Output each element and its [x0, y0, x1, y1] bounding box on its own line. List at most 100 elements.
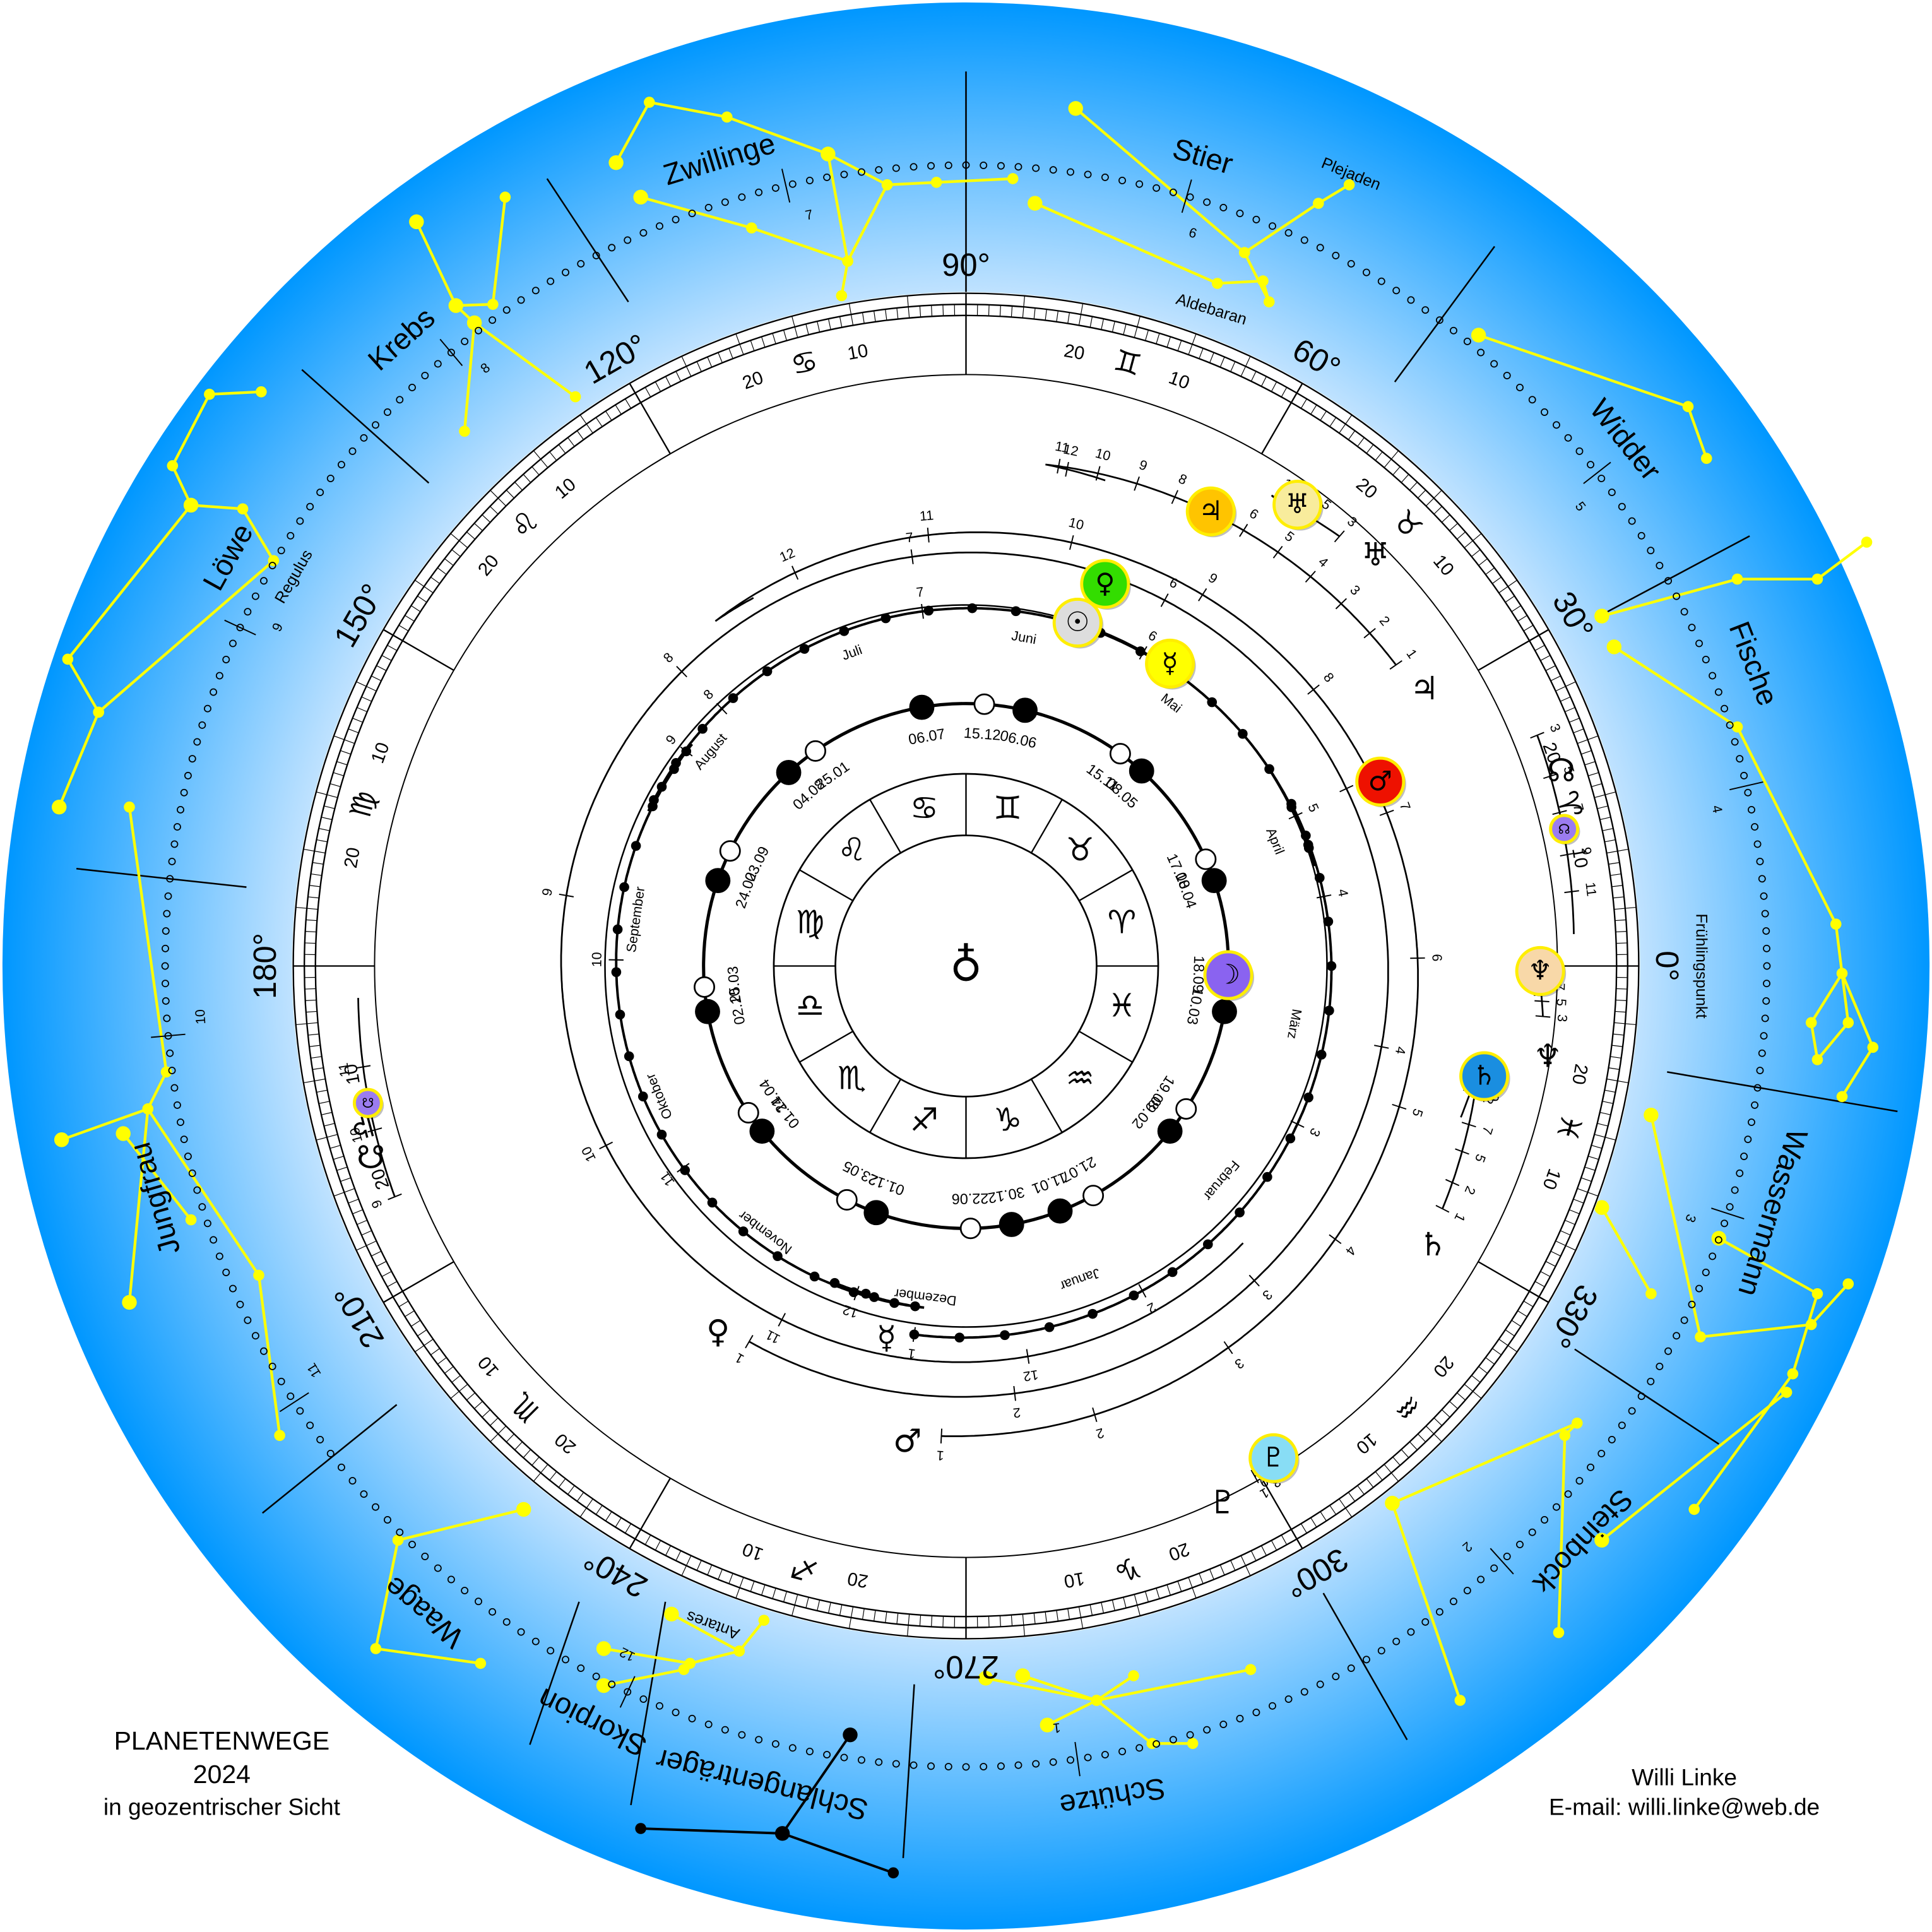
ecliptic-dot [1477, 1575, 1485, 1584]
ecliptic-dot [1637, 531, 1645, 540]
mercury-position-dot [954, 1332, 965, 1343]
ecliptic-dot [210, 1236, 218, 1244]
constellation-lines-schlangentraeger-2 [781, 1832, 894, 1875]
degree-tick [1418, 1433, 1426, 1443]
degree-tick [1511, 1320, 1522, 1327]
constellation-lines-steinbock-2 [1390, 1502, 1462, 1701]
degree-tick [398, 1300, 409, 1307]
degree-tick [466, 1392, 475, 1401]
degree-tick [444, 558, 454, 566]
ecliptic-dot [531, 287, 540, 295]
mercury-position-dot [615, 1009, 625, 1020]
degree-tick [1471, 1375, 1481, 1383]
ecliptic-dot [1673, 1332, 1681, 1340]
ecliptic-dot [517, 1628, 525, 1636]
degree-tick [655, 1540, 661, 1551]
star-dot [1187, 1738, 1199, 1750]
month-tick [1316, 894, 1332, 899]
full-moon-marker [1175, 1098, 1197, 1120]
star-dot [1128, 1670, 1139, 1681]
star-dot [1238, 247, 1250, 258]
ecliptic-dot [1014, 163, 1022, 171]
degree-tick [437, 1357, 447, 1365]
inner-zodiac-sign-icon: ♑ [993, 1101, 1022, 1138]
star-dot [487, 299, 499, 310]
degree-tick [1441, 1409, 1450, 1418]
degree-tick [340, 1177, 352, 1182]
degree-tick [1240, 356, 1251, 377]
degree-tick [1310, 1517, 1317, 1527]
star-dot [93, 706, 104, 718]
inner-zodiac-sign-icon: ♍ [796, 903, 825, 940]
month-tick [745, 1334, 754, 1349]
ecliptic-dot [738, 193, 746, 201]
degree-tick [1033, 1613, 1036, 1625]
month-tick [676, 665, 687, 678]
month-tick [1198, 588, 1207, 602]
degree-tick [1606, 1078, 1629, 1084]
star-dot [664, 1606, 679, 1622]
degree-tick [707, 357, 713, 367]
ecliptic-dot [188, 1169, 196, 1177]
ecliptic-dot [198, 721, 206, 729]
ecliptic-dot [1758, 875, 1766, 883]
ecliptic-dot [1688, 1300, 1696, 1308]
degree-tick [437, 567, 447, 575]
inner-zodiac-sign-icon: ♈ [1108, 903, 1137, 940]
month-tick [1239, 523, 1248, 537]
ecliptic-dot [1714, 688, 1722, 696]
ecliptic-dot [177, 1118, 184, 1126]
star-dot [1781, 1387, 1793, 1398]
ecliptic-mark [1181, 179, 1192, 213]
mercury-position-dot [1301, 831, 1311, 841]
sign-boundary [382, 629, 454, 671]
ecliptic-dot [1503, 1553, 1511, 1560]
month-tick [680, 746, 693, 757]
ecliptic-dot [1736, 755, 1744, 763]
degree-tick [1329, 417, 1337, 427]
ecliptic-dot [1528, 396, 1536, 404]
star-dot [51, 799, 67, 815]
degree-tick [874, 311, 876, 322]
degree-tick [329, 1145, 341, 1149]
month-tick [940, 1428, 943, 1443]
star-dot [1571, 1417, 1583, 1429]
star-dot [1245, 1664, 1257, 1675]
star-dot [978, 1671, 993, 1686]
degree-tick [625, 398, 632, 409]
star-dot [1700, 453, 1712, 464]
star-dot [821, 146, 836, 162]
ecliptic-dot [1503, 372, 1511, 379]
ecliptic-dot [229, 1284, 237, 1293]
inner-sign-boundary [799, 1030, 853, 1063]
degree-tick [942, 1616, 944, 1628]
degree-tick [490, 490, 507, 507]
ecliptic-mark [1583, 461, 1611, 484]
ecliptic-dot [892, 164, 900, 172]
degree-tick [728, 348, 733, 359]
north_node-icon: ☊ [1549, 814, 1580, 845]
ecliptic-dot [1300, 236, 1308, 244]
mercury-position-dot [619, 882, 629, 892]
full-moon-marker [805, 740, 826, 762]
degree-tick [1409, 1441, 1418, 1450]
degree-tick [371, 1250, 382, 1257]
degree-tick [1392, 466, 1401, 475]
ecliptic-dot [531, 1637, 540, 1645]
inner-sign-boundary [1030, 1079, 1063, 1133]
ecliptic-dot [210, 688, 218, 696]
ecliptic-dot [1084, 170, 1092, 179]
degree-tick [1199, 348, 1204, 359]
star-dot [1007, 173, 1019, 184]
month-tick [1069, 535, 1074, 550]
full-moon-marker [1109, 743, 1131, 765]
mercury-position-dot [1167, 1267, 1178, 1277]
degree-tick [1616, 988, 1628, 990]
ecliptic-dot [823, 1751, 831, 1759]
degree-tick [381, 1271, 392, 1277]
degree-tick [1177, 340, 1182, 352]
ecliptic-dot [1756, 1067, 1764, 1074]
ecliptic-dot [1067, 1756, 1074, 1764]
degree-tick [1511, 605, 1522, 612]
degree-tick [430, 576, 440, 584]
